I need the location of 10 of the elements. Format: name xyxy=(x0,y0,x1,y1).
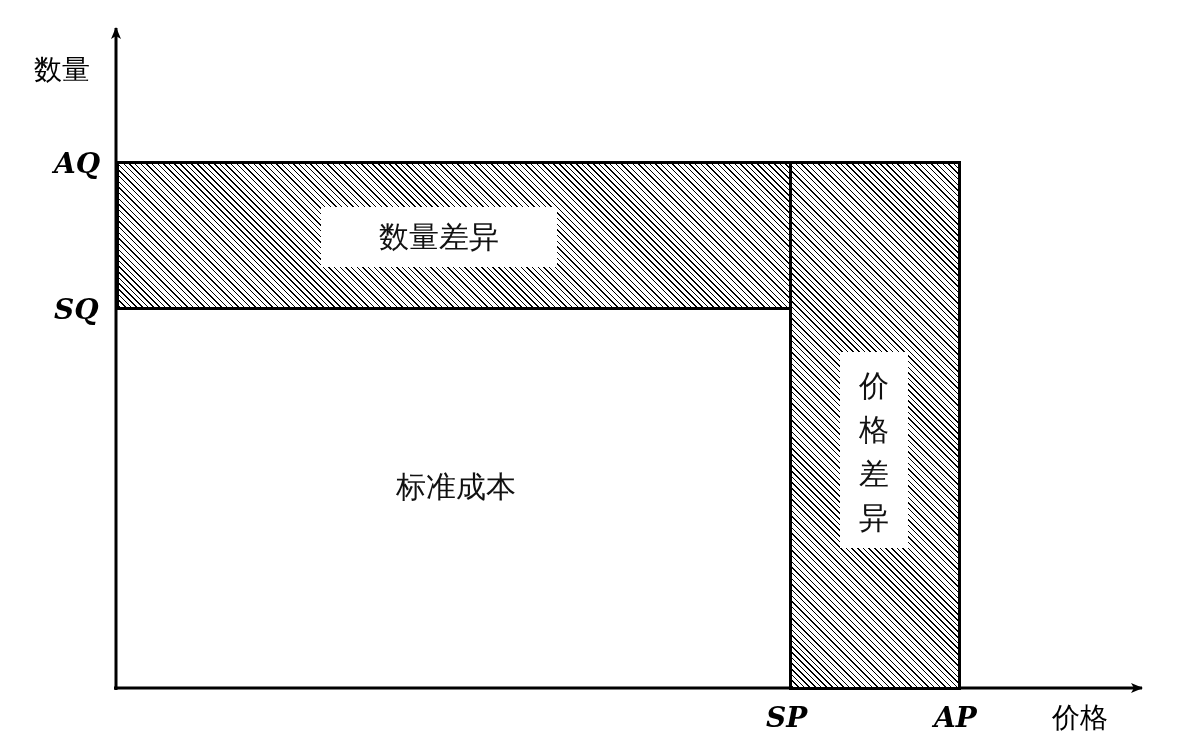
hatched-region xyxy=(789,161,961,690)
axis-tick-label: AP xyxy=(934,704,977,732)
region-label: 价格差异 xyxy=(840,352,908,548)
axis-title: 数量 xyxy=(34,56,90,84)
axis-tick-label: SP xyxy=(766,704,808,732)
hatched-region xyxy=(116,161,792,310)
axis-tick-label: AQ xyxy=(54,150,101,178)
region-label: 数量差异 xyxy=(321,207,557,267)
axis-title: 价格 xyxy=(1052,704,1108,732)
axis-tick-label: SQ xyxy=(54,296,99,324)
